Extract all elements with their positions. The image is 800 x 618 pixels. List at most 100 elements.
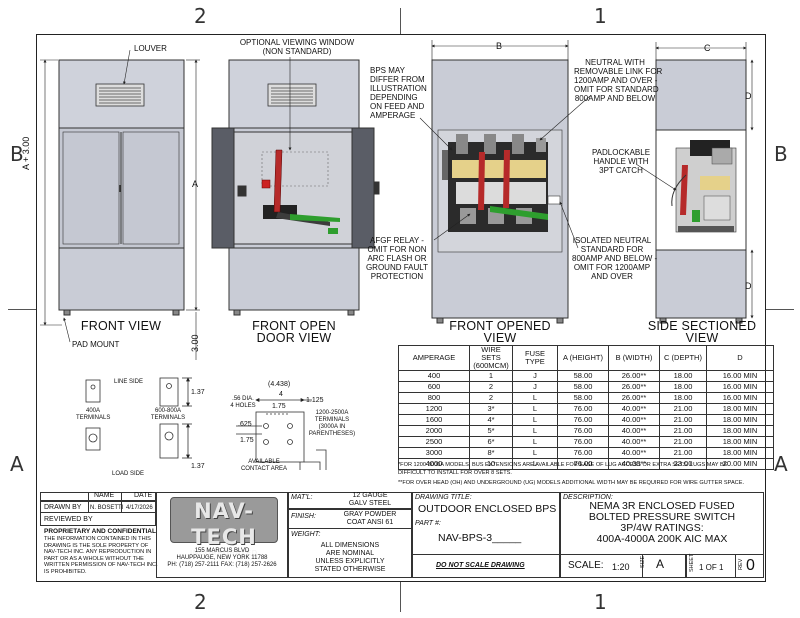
dim-4438: (4.438) xyxy=(268,381,291,388)
dim-175-side: 1.75 xyxy=(240,437,254,444)
load-side-label: LOAD SIDE xyxy=(112,471,145,477)
side-switch-assembly xyxy=(671,140,737,233)
pad-mount-label: PAD MOUNT xyxy=(72,340,120,349)
tb-weight-label: WEIGHT: xyxy=(291,531,321,538)
louver-icon xyxy=(95,83,145,107)
table-cell: 18.00 MIN xyxy=(706,425,774,437)
table-cell: 2 xyxy=(469,392,513,404)
zone-divider-bottom xyxy=(400,582,401,612)
table-cell: 76.00 xyxy=(557,436,609,448)
table-cell: L xyxy=(512,425,558,437)
table-cell: 1 xyxy=(469,370,513,382)
table-cell: 76.00 xyxy=(557,414,609,426)
tb-sheet-label: SHEET xyxy=(689,553,695,572)
table-cell: 2000 xyxy=(398,425,470,437)
dim-c: C xyxy=(704,43,711,53)
dim-d-top: D xyxy=(745,91,752,101)
dim-137-bottom: 1.37 xyxy=(191,463,205,470)
terminal-400a xyxy=(85,379,101,451)
col-d: D xyxy=(706,345,774,371)
table-cell: 26.00** xyxy=(608,370,660,382)
table-cell: 2500 xyxy=(398,436,470,448)
tb-no-scale: DO NOT SCALE DRAWING xyxy=(436,562,525,569)
table-cell: 40.00** xyxy=(608,436,660,448)
table-cell: 26.00** xyxy=(608,381,660,393)
zone-left-b: B xyxy=(10,142,24,166)
table-cell: 400 xyxy=(398,370,470,382)
table-cell: 76.00 xyxy=(557,458,609,470)
table-cell: 3* xyxy=(469,403,513,415)
table-cell: 6* xyxy=(469,436,513,448)
tb-rev-label: REV xyxy=(738,558,744,570)
tb-drawing-title: OUTDOOR ENCLOSED BPS xyxy=(418,503,557,515)
dim-d-bottom: D xyxy=(745,281,752,291)
dim-4: 4 xyxy=(279,391,283,398)
table-cell: 18.00 MIN xyxy=(706,447,774,459)
tb-rev-value: 0 xyxy=(746,557,755,574)
table-cell: 18.00 xyxy=(659,392,707,404)
drawing-border xyxy=(36,34,766,582)
dim-a: A xyxy=(192,179,199,189)
table-cell: 18.00 MIN xyxy=(706,403,774,415)
col-height: A (HEIGHT) xyxy=(557,345,609,371)
zone-divider-right xyxy=(766,309,794,310)
table-cell: 21.00 xyxy=(659,436,707,448)
table-cell: L xyxy=(512,403,558,415)
dim-175-top: 1.75 xyxy=(272,403,286,410)
zone-right-a: A xyxy=(774,452,788,476)
dim-1125: 1.125 xyxy=(306,397,324,404)
table-cell: 26.00** xyxy=(608,392,660,404)
table-cell: L xyxy=(512,447,558,459)
table-cell: 1200 xyxy=(398,403,470,415)
table-cell: 18.00 MIN xyxy=(706,436,774,448)
dim-3: 3.00 xyxy=(190,334,200,352)
tb-part-number: NAV-BPS-3_____ xyxy=(438,532,522,544)
bolted-pressure-switch xyxy=(442,134,561,232)
table-cell: J xyxy=(512,381,558,393)
zone-divider-top xyxy=(400,8,401,34)
table-cell: 40.00** xyxy=(608,403,660,415)
table-cell: 76.00 xyxy=(557,425,609,437)
zone-left-a: A xyxy=(10,452,24,476)
front-view-title: FRONT VIEW xyxy=(80,319,162,333)
zone-bottom-2: 2 xyxy=(194,590,207,614)
table-note-1b: DIFFICULT TO INSTALL FOR OVER 8 SETS. xyxy=(398,470,512,476)
tb-matl-label: MAT'L: xyxy=(291,494,313,501)
tb-drawing-title-label: DRAWING TITLE: xyxy=(415,494,472,501)
switch-handle xyxy=(261,149,340,234)
table-cell: 800 xyxy=(398,392,470,404)
tb-finish-label: FINISH: xyxy=(291,513,316,520)
table-cell: 21.00 xyxy=(659,447,707,459)
table-cell: 40.00** xyxy=(608,458,660,470)
col-fuse-type: FUSE TYPE xyxy=(512,345,558,371)
zone-divider-left xyxy=(8,309,36,310)
terminal-1200a xyxy=(236,398,327,470)
table-cell: 76.00 xyxy=(557,447,609,459)
tb-size-value: A xyxy=(656,557,665,571)
nav-tech-logo: NAV-TECH INCORPORATED xyxy=(170,497,278,557)
table-cell: 21.00 xyxy=(659,414,707,426)
dim-625: .625 xyxy=(238,421,252,428)
table-cell: 18.00 xyxy=(659,370,707,382)
line-side-label: LINE SIDE xyxy=(114,379,144,385)
table-cell: 5* xyxy=(469,425,513,437)
col-depth: C (DEPTH) xyxy=(659,345,707,371)
tb-scale-label: SCALE: xyxy=(568,560,604,571)
